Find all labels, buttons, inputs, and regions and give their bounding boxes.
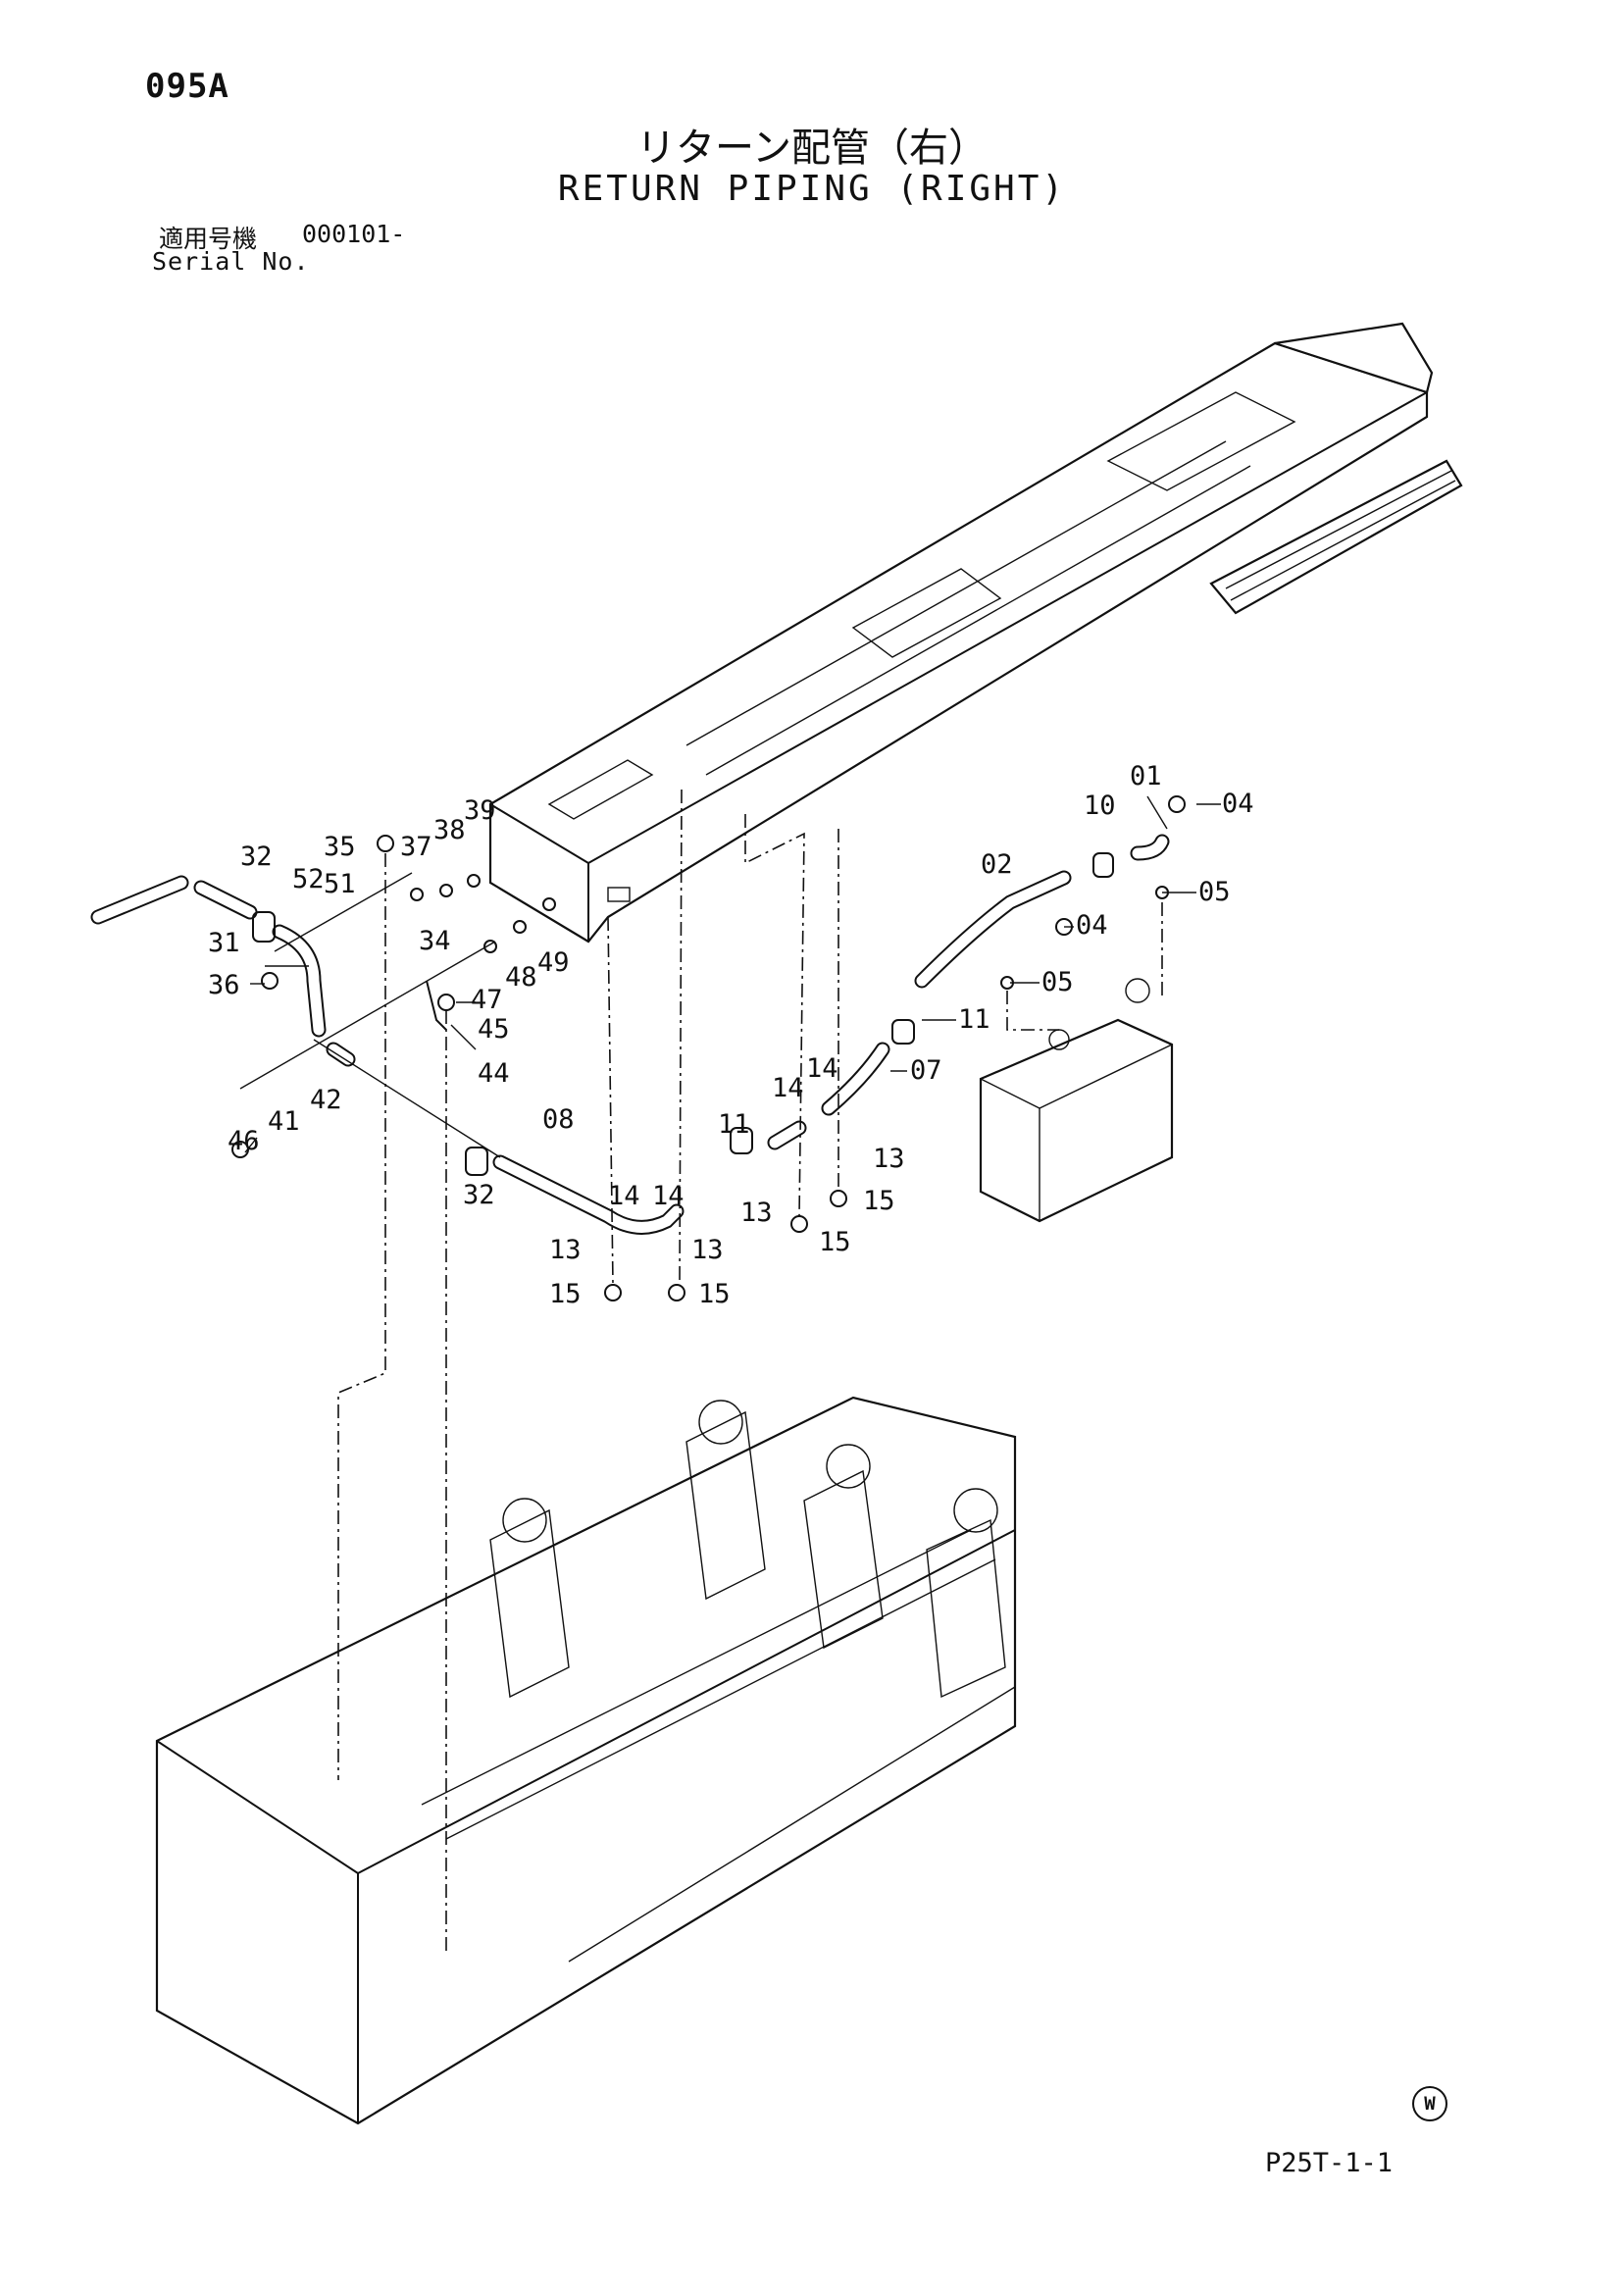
callout-15: 15 xyxy=(819,1227,851,1257)
serial-label-english: Serial No. xyxy=(152,247,310,276)
callout-13: 13 xyxy=(740,1198,773,1228)
callout-14: 14 xyxy=(806,1053,838,1084)
callout-14: 14 xyxy=(772,1073,804,1103)
callout-45: 45 xyxy=(478,1014,510,1045)
callout-39: 39 xyxy=(464,795,496,826)
callout-36: 36 xyxy=(208,970,240,1000)
leader-lines xyxy=(244,795,1221,1153)
callout-10: 10 xyxy=(1084,791,1116,821)
callout-46: 46 xyxy=(228,1126,260,1156)
title-english: RETURN PIPING (RIGHT) xyxy=(557,169,1067,209)
fittings-drawing xyxy=(231,795,1186,1301)
callout-02: 02 xyxy=(981,849,1013,880)
callout-34: 34 xyxy=(419,926,451,956)
callout-01: 01 xyxy=(1130,761,1162,791)
callout-05: 05 xyxy=(1198,877,1231,907)
callout-13: 13 xyxy=(691,1235,724,1265)
callout-44: 44 xyxy=(478,1058,510,1089)
callout-08: 08 xyxy=(542,1104,575,1135)
watermark-w-icon: W xyxy=(1412,2086,1447,2121)
callout-31: 31 xyxy=(208,928,240,958)
callout-47: 47 xyxy=(471,985,503,1015)
callout-11: 11 xyxy=(718,1109,750,1140)
callout-48: 48 xyxy=(505,962,537,993)
callout-13: 13 xyxy=(549,1235,582,1265)
callout-11: 11 xyxy=(958,1004,990,1035)
title-japanese: リターン配管（右） xyxy=(636,126,988,171)
upper-frame-drawing xyxy=(488,322,1463,944)
callout-15: 15 xyxy=(549,1279,582,1309)
callout-14: 14 xyxy=(608,1181,640,1211)
callout-49: 49 xyxy=(537,947,570,978)
callout-32: 32 xyxy=(463,1180,495,1210)
callout-38: 38 xyxy=(433,815,466,845)
callout-05: 05 xyxy=(1041,967,1074,997)
callout-04: 04 xyxy=(1222,789,1254,819)
piping-drawing xyxy=(90,834,1170,1235)
callout-51: 51 xyxy=(324,869,356,899)
callout-14: 14 xyxy=(652,1181,685,1211)
callout-37: 37 xyxy=(400,832,432,862)
callout-07: 07 xyxy=(910,1055,942,1086)
callout-35: 35 xyxy=(324,832,356,862)
serial-label-japanese: 適用号機 xyxy=(159,225,258,253)
callout-15: 15 xyxy=(698,1279,731,1309)
callout-41: 41 xyxy=(268,1106,300,1137)
callout-labels: 01 02 04 04 05 05 07 08 10 11 11 13 13 1… xyxy=(208,761,1254,1309)
serial-number: 000101- xyxy=(302,220,406,248)
callout-04: 04 xyxy=(1076,910,1108,941)
callout-52: 52 xyxy=(292,864,325,894)
alignment-lines xyxy=(239,789,1163,1952)
drawing-code: P25T-1-1 xyxy=(1265,2148,1394,2178)
lower-frame-drawing xyxy=(155,1396,1017,2125)
callout-13: 13 xyxy=(873,1144,905,1174)
callout-42: 42 xyxy=(310,1085,342,1115)
page-code: 095A xyxy=(145,67,229,106)
callout-15: 15 xyxy=(863,1186,895,1216)
control-valve-drawing xyxy=(979,978,1174,1223)
callout-32: 32 xyxy=(240,842,273,872)
